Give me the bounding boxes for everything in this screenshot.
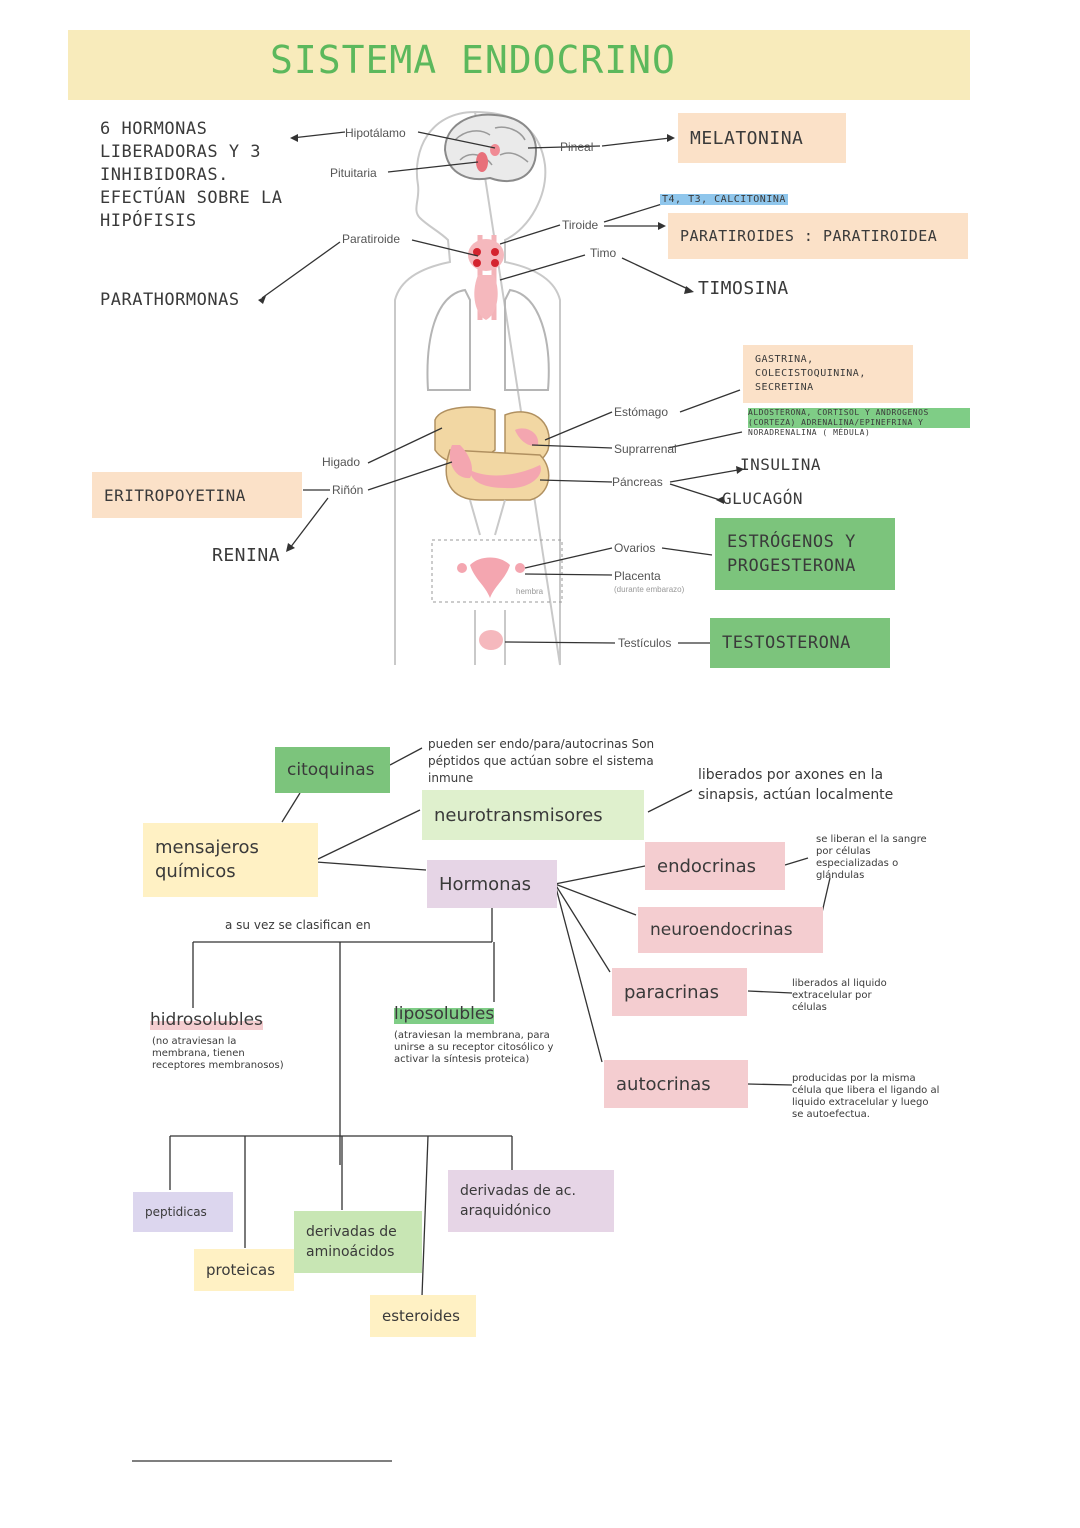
mensajeros-text: mensajeros químicos <box>155 837 259 882</box>
box-mensajeros: mensajeros químicos <box>143 823 318 897</box>
note-parathormonas: PARATHORMONAS <box>100 290 240 310</box>
box-neuroendocrinas: neuroendocrinas <box>638 907 823 953</box>
box-esteroides: esteroides <box>370 1295 476 1337</box>
box-autocrinas: autocrinas <box>604 1060 748 1108</box>
body-outline <box>394 110 561 666</box>
kidney <box>449 445 472 479</box>
araquidonico-text: derivadas de ac. araquidónico <box>460 1183 576 1219</box>
label-placenta: Placenta <box>614 569 661 583</box>
label-hembra: hembra <box>516 587 544 596</box>
label-placenta-note: (durante embarazo) <box>614 585 685 594</box>
uterus <box>470 557 510 598</box>
liposolubles-text: liposolubles <box>394 1004 495 1024</box>
pituitary-gland <box>476 152 488 172</box>
testosterona-text: TESTOSTERONA <box>722 633 851 653</box>
box-endocrinas: endocrinas <box>645 842 785 890</box>
box-paracrinas: paracrinas <box>612 968 747 1016</box>
label-higado: Higado <box>322 455 361 469</box>
box-araquidonico: derivadas de ac. araquidónico <box>448 1170 614 1232</box>
pancreas <box>470 465 541 489</box>
label-paratiroide: Paratiroide <box>342 232 401 246</box>
box-hormonas: Hormonas <box>427 860 557 908</box>
box-melatonina: MELATONINA <box>678 113 846 163</box>
note-timosina: TIMOSINA <box>698 278 789 299</box>
box-gastrina: GASTRINA, COLECISTOQUININA, SECRETINA <box>743 345 913 403</box>
note-liposolubles: (atraviesan la membrana, para unirse a s… <box>394 1030 554 1065</box>
aminoacidos-text: derivadas de aminoácidos <box>306 1224 397 1260</box>
box-aminoacidos: derivadas de aminoácidos <box>294 1211 422 1273</box>
box-paratiroides: PARATIROIDES : PARATIROIDEA <box>668 213 968 259</box>
note-endocrinas: se liberan el la sangre por células espe… <box>816 834 927 881</box>
brain-folds <box>454 126 529 166</box>
note-citoquinas: pueden ser endo/para/autocrinas Son pépt… <box>428 737 655 785</box>
label-hipotalamo: Hipotálamo <box>345 126 406 140</box>
note-hidrosolubles: (no atraviesan la membrana, tienen recep… <box>152 1036 284 1071</box>
label-pancreas: Páncreas <box>612 475 663 489</box>
note-neurotransmisores: liberados por axones en la sinapsis, act… <box>698 767 894 803</box>
box-testosterona: TESTOSTERONA <box>710 618 890 668</box>
box-proteicas: proteicas <box>194 1249 294 1291</box>
note-renina: RENINA <box>212 545 281 566</box>
melatonina-text: MELATONINA <box>690 127 804 149</box>
title-band <box>68 30 970 100</box>
note-clasifican: a su vez se clasifican en <box>225 918 371 932</box>
neurotransmisores-text: neurotransmisores <box>434 804 603 826</box>
label-tiroide: Tiroide <box>562 218 599 232</box>
eritropoyetina-text: ERITROPOYETINA <box>104 485 246 505</box>
note-t4t3: T4, T3, CALCITONINA <box>660 194 788 205</box>
label-rinon: Riñón <box>332 483 364 497</box>
label-testiculos: Testículos <box>618 636 672 650</box>
testes <box>479 630 503 650</box>
neuroendocrinas-text: neuroendocrinas <box>650 920 793 940</box>
label-ovarios: Ovarios <box>614 541 656 555</box>
label-estomago: Estómago <box>614 405 669 419</box>
box-peptidicas: peptidicas <box>133 1192 233 1232</box>
box-estrogenos: ESTRÓGENOS Y PROGESTERONA <box>715 518 895 590</box>
paratiroides-text: PARATIROIDES : PARATIROIDEA <box>680 227 938 245</box>
note-suprarrenal-hormones: ALDOSTERONA, CORTISOL Y ANDROGENOS (CORT… <box>748 408 970 438</box>
box-neurotransmisores: neurotransmisores <box>422 790 644 840</box>
label-timo: Timo <box>590 246 617 260</box>
label-hidrosolubles: hidrosolubles <box>150 1010 263 1030</box>
label-liposolubles: liposolubles <box>394 1004 495 1024</box>
note-hipotalamo-hormones: 6 HORMONAS LIBERADORAS Y 3 INHIBIDORAS. … <box>100 119 283 231</box>
note-paracrinas: liberados al liquido extracelular por cé… <box>792 978 887 1013</box>
box-citoquinas: citoquinas <box>275 747 390 793</box>
liver <box>434 406 496 464</box>
note-autocrinas: producidas por la misma célula que liber… <box>792 1073 940 1120</box>
box-eritropoyetina: ERITROPOYETINA <box>92 472 302 518</box>
label-pineal: Pineal <box>560 140 594 154</box>
thymus-gland <box>474 275 498 320</box>
paracrinas-text: paracrinas <box>624 981 720 1003</box>
label-pituitaria: Pituitaria <box>330 166 377 180</box>
label-suprarrenal: Suprarrenal <box>614 442 677 456</box>
estrogenos-text: ESTRÓGENOS Y PROGESTERONA <box>727 532 856 576</box>
gastrina-text: GASTRINA, COLECISTOQUININA, SECRETINA <box>755 354 866 393</box>
citoquinas-text: citoquinas <box>287 760 375 780</box>
peptidicas-text: peptidicas <box>145 1205 207 1219</box>
endocrinas-text: endocrinas <box>657 855 757 877</box>
left-lung <box>426 288 471 391</box>
note-glucagon: GLUCAGÓN <box>722 489 804 508</box>
esteroides-text: esteroides <box>382 1307 460 1325</box>
note-insulina: INSULINA <box>740 455 822 474</box>
adrenal <box>515 428 539 446</box>
hormonas-text: Hormonas <box>439 873 531 895</box>
proteicas-text: proteicas <box>206 1261 276 1279</box>
hidrosolubles-text: hidrosolubles <box>150 1010 263 1030</box>
page-title: SISTEMA ENDOCRINO <box>270 38 676 82</box>
right-lung <box>504 288 550 391</box>
autocrinas-text: autocrinas <box>616 1073 711 1095</box>
hypothalamus-gland <box>490 144 500 156</box>
